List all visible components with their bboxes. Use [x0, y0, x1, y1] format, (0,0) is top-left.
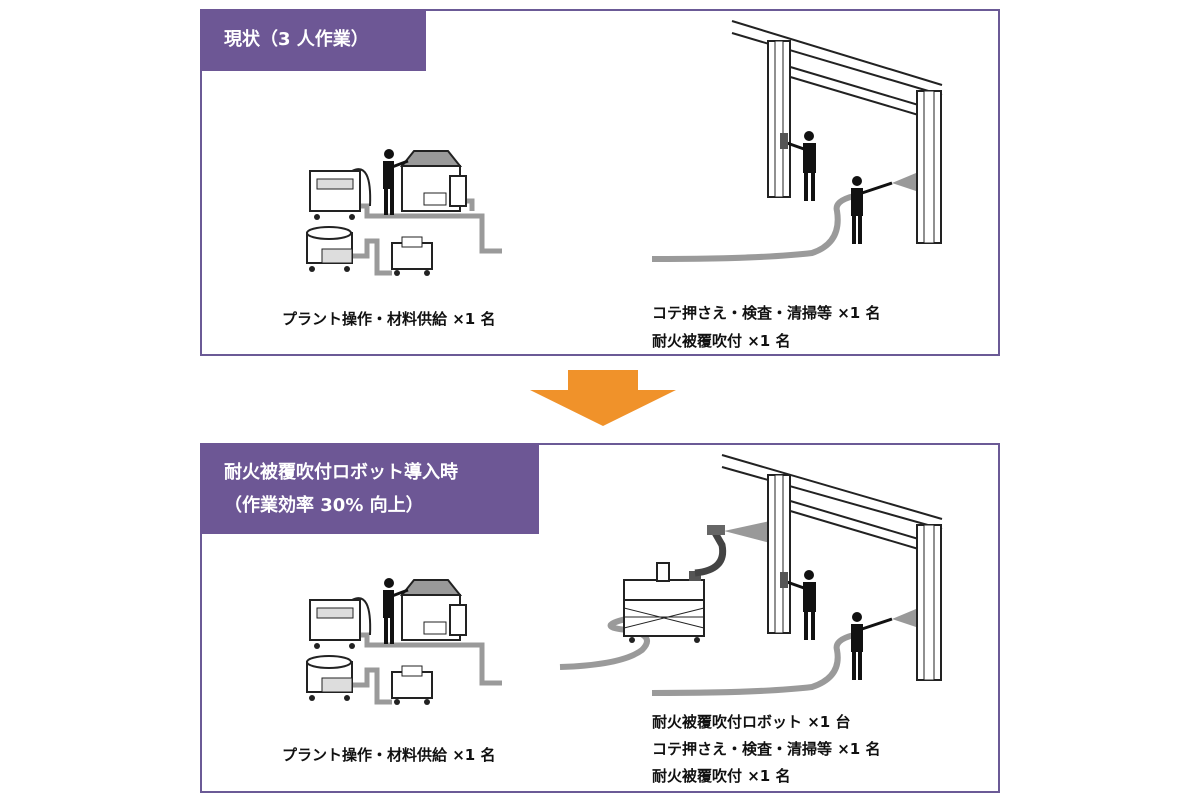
current-state-title: 現状（3 人作業） [224, 29, 369, 50]
spray-worker [851, 609, 916, 680]
trowel-worker-label: コテ押さえ・検査・清掃等 ×1 名 [652, 740, 881, 758]
plant-equipment [306, 578, 502, 705]
spray-worker-label: 耐火被覆吹付 ×1 名 [652, 332, 791, 350]
steel-frame [731, 20, 943, 244]
plant-operator-label: プラント操作・材料供給 ×1 名 [282, 310, 496, 328]
robot-state-subtitle: （作業効率 30% 向上） [224, 495, 424, 516]
spray-hose [651, 193, 855, 262]
robot-label: 耐火被覆吹付ロボット ×1 台 [652, 713, 851, 731]
robot-state-header: 耐火被覆吹付ロボット導入時 （作業効率 30% 向上） [200, 443, 539, 534]
spray-worker-label: 耐火被覆吹付 ×1 名 [652, 767, 791, 785]
robot-state-title: 耐火被覆吹付ロボット導入時 [224, 462, 458, 483]
robot-state-panel: 耐火被覆吹付ロボット導入時 （作業効率 30% 向上） [200, 443, 1000, 793]
spray-worker [851, 173, 916, 244]
plant-operator-label: プラント操作・材料供給 ×1 名 [282, 746, 496, 764]
down-arrow-icon [530, 370, 676, 426]
plant-equipment [306, 149, 502, 276]
trowel-worker [780, 570, 816, 640]
steel-frame [721, 454, 943, 681]
spray-hose [651, 632, 855, 696]
trowel-worker-label: コテ押さえ・検査・清掃等 ×1 名 [652, 304, 881, 322]
trowel-worker [780, 131, 816, 201]
robot-state-illustration [306, 454, 943, 705]
spray-robot [623, 521, 770, 643]
current-state-panel: 現状（3 人作業） [200, 9, 1000, 356]
current-state-illustration [306, 20, 943, 276]
current-state-header: 現状（3 人作業） [200, 9, 426, 71]
